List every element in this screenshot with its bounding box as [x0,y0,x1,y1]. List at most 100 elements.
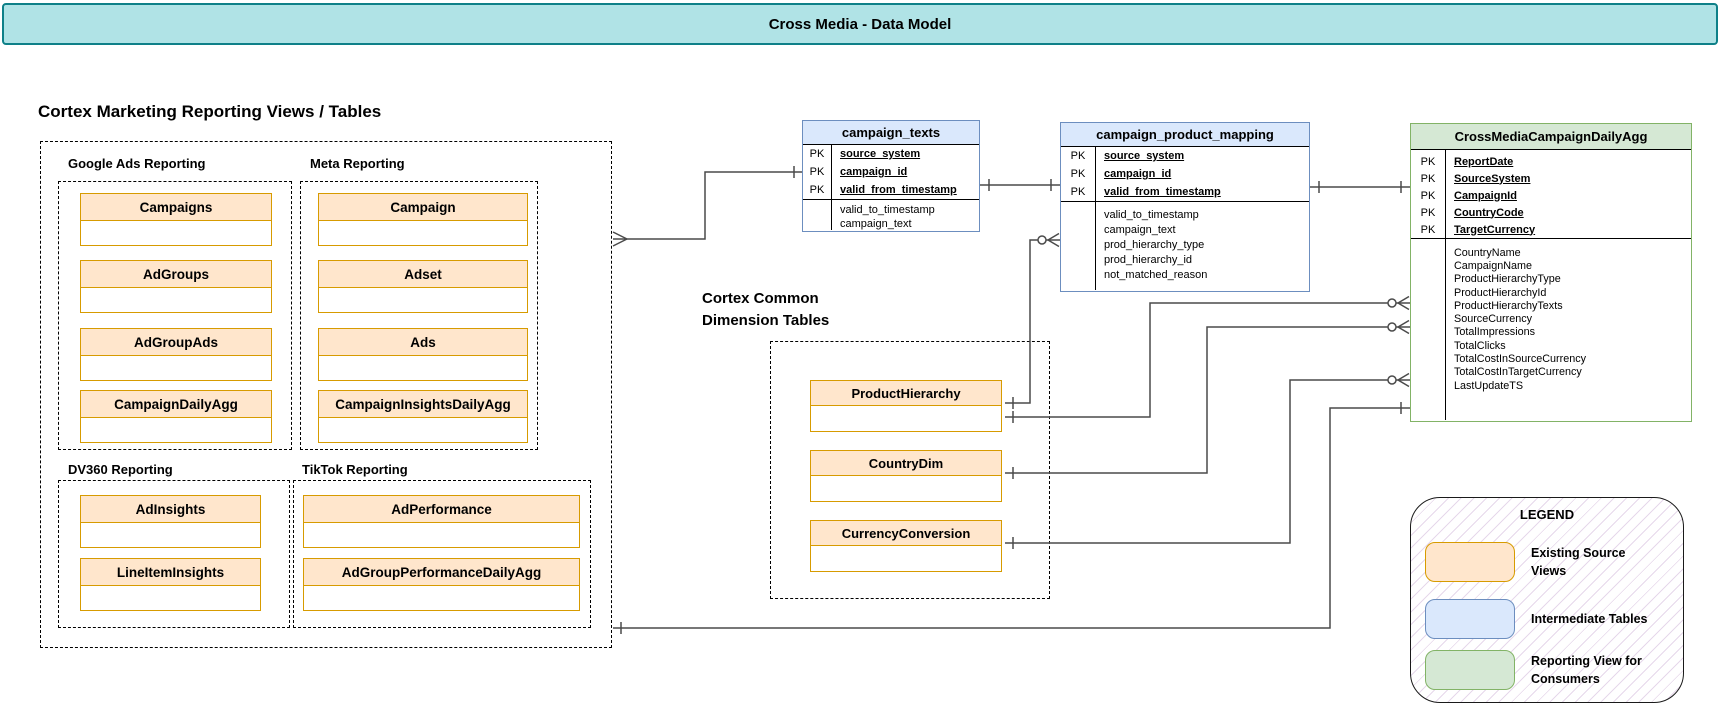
entity-field-row: TotalImpressions [1411,326,1691,339]
entity-field-row: ProductHierarchyType [1411,273,1691,286]
field-name: TotalCostInSourceCurrency [1454,353,1587,366]
entity-pk-row: PK valid_from_timestamp [803,181,979,199]
entity-field-row: LastUpdateTS [1411,379,1691,392]
entity-pk-row: PK TargetCurrency [1411,221,1691,238]
entity-pk-row: PK CountryCode [1411,204,1691,221]
field-name: prod_hierarchy_id [1104,253,1193,266]
entity-field-row: valid_to_timestamp [803,203,979,217]
zero-or-many-circle-icon [1387,375,1397,385]
group-box-google-ads [58,181,292,450]
legend-swatch-blue [1425,599,1515,639]
field-name: campaign_id [1104,168,1172,180]
entity-field-row: TotalClicks [1411,339,1691,352]
dimension-section-title: Cortex Common Dimension Tables [702,288,829,332]
entity-field-row: campaign_text [803,217,979,231]
field-name: SourceCurrency [1454,313,1533,326]
marketing-section-box [40,141,612,648]
table-title: Adset [319,261,527,288]
table-countrydim: CountryDim [810,450,1002,502]
table-title: AdGroupAds [81,329,271,356]
table-title: AdInsights [81,496,260,523]
field-name: CampaignName [1454,259,1533,272]
table-title: Campaign [319,194,527,221]
table-body [81,288,271,312]
table-body [811,406,1001,431]
field-name: SourceSystem [1454,172,1531,185]
table-title: LineItemInsights [81,559,260,586]
pk-tag: PK [1070,168,1086,180]
field-name: TotalCostInTargetCurrency [1454,366,1582,379]
dimension-title-line1: Cortex Common [702,290,819,307]
table-adset: Adset [318,260,528,313]
field-name: LastUpdateTS [1454,379,1524,392]
pk-tag: PK [809,166,825,178]
entity-field-row: campaign_text [1061,222,1309,237]
entity-field-row: TotalCostInTargetCurrency [1411,366,1691,379]
pk-tag: PK [1070,186,1086,198]
group-label-dv360: DV360 Reporting [68,462,173,477]
legend-item-existing-source-views: Existing Source Views [1425,542,1663,582]
entity-title: campaign_texts [803,121,979,145]
pk-tag: PK [1420,155,1436,168]
marketing-section-title: Cortex Marketing Reporting Views / Table… [38,102,382,121]
table-title: ProductHierarchy [811,381,1001,406]
table-title: CampaignDailyAgg [81,391,271,418]
field-name: valid_to_timestamp [1104,208,1199,221]
entity-field-row: ProductHierarchyId [1411,286,1691,299]
entity-pk-row: PK campaign_id [803,163,979,181]
entity-pk-section: PK ReportDate PK SourceSystem PK Campaig… [1411,150,1691,239]
table-lineiteminsights: LineItemInsights [80,558,261,611]
table-producthierarchy: ProductHierarchy [810,380,1002,432]
legend-item-label: Existing Source Views [1531,545,1626,578]
field-name: TotalImpressions [1454,326,1536,339]
table-adperformance: AdPerformance [303,495,580,548]
legend-item-reporting-view: Reporting View for Consumers [1425,650,1663,690]
table-body [319,221,527,245]
entity-pk-row: PK source_system [803,145,979,163]
entity-field-row: CountryName [1411,246,1691,259]
legend-swatch-green [1425,650,1515,690]
entity-field-row: not_matched_reason [1061,267,1309,282]
table-body [811,546,1001,571]
pk-tag: PK [1420,223,1436,236]
field-name: TotalClicks [1454,339,1506,352]
field-name: CountryCode [1454,206,1524,219]
crow-foot-many-icon [1397,319,1410,335]
group-box-tiktok [293,480,591,628]
crow-foot-many-icon [612,231,628,247]
table-body [319,418,527,442]
diagram-title: Cross Media - Data Model [768,15,952,33]
connector-sources-campaign-texts [613,171,802,240]
group-label-tiktok: TikTok Reporting [302,462,408,477]
table-body [811,476,1001,501]
table-body [81,586,260,610]
entity-pk-section: PK source_system PK campaign_id PK valid… [803,145,979,200]
table-title: AdPerformance [304,496,579,523]
legend-item-intermediate-tables: Intermediate Tables [1425,599,1663,639]
field-name: prod_hierarchy_type [1104,238,1205,251]
crow-foot-many-icon [1397,295,1410,311]
field-name: TargetCurrency [1454,223,1536,236]
group-label-meta: Meta Reporting [310,156,405,171]
field-name: source_system [840,148,921,160]
table-body [81,523,260,547]
connector-producthierarchy-crossmedia [1005,302,1410,418]
table-title: CountryDim [811,451,1001,476]
pk-tag: PK [1420,206,1436,219]
entity-field-row: prod_hierarchy_id [1061,252,1309,267]
crow-foot-many-icon [1397,372,1410,388]
table-body [81,221,271,245]
table-body [319,288,527,312]
dimension-title-line2: Dimension Tables [702,312,830,329]
entity-field-row: prod_hierarchy_type [1061,237,1309,252]
entity-crossmediacampaigndailyagg: CrossMediaCampaignDailyAgg PK ReportDate… [1410,123,1692,422]
entity-pk-row: PK valid_from_timestamp [1061,183,1309,201]
table-title: CampaignInsightsDailyAgg [319,391,527,418]
group-box-meta [300,181,538,450]
field-name: ProductHierarchyTexts [1454,299,1563,312]
field-name: CampaignId [1454,189,1517,202]
field-name: campaign_text [1104,223,1176,236]
entity-pk-row: PK campaign_id [1061,165,1309,183]
group-label-google-ads: Google Ads Reporting [68,156,206,171]
